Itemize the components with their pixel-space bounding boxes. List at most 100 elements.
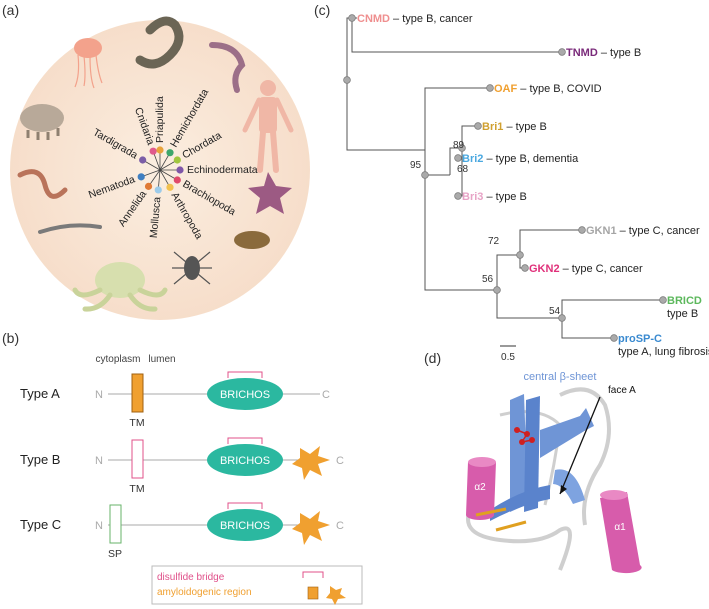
leaf-label: Bri2 – type B, dementia: [462, 153, 579, 165]
beta-strand: [553, 469, 585, 504]
jellyfish-illustration: [74, 38, 103, 89]
panel-label-a: (a): [2, 2, 20, 18]
tree-node: [486, 84, 494, 92]
branch-lower: [424, 150, 497, 291]
branch-prospc: [561, 318, 614, 339]
priapulid-worm-illustration: [209, 42, 246, 93]
phylum-spoke: [153, 152, 161, 171]
legend-amyloid-box-symbol: [307, 586, 319, 600]
phylum-label: Echinodermata: [187, 164, 258, 176]
leaf-description: type B: [667, 308, 698, 320]
phylum-spoke: [159, 169, 170, 186]
phylum-dot: [139, 156, 147, 164]
phylum-spoke: [142, 169, 161, 177]
helix-alpha1-label: α1: [614, 522, 626, 533]
leaf-label: Bri1 – type B: [482, 121, 547, 133]
segment-label: TM: [129, 483, 144, 495]
human-illustration: [242, 80, 294, 173]
tree-node: [421, 171, 429, 179]
face-a-arrow: [559, 396, 601, 495]
tree-node: [493, 286, 501, 294]
nematode-illustration: [38, 223, 102, 234]
panel-d: central β-sheet face A α2 α1: [466, 371, 642, 574]
phylum-dot: [154, 186, 162, 194]
helix-alpha2: [466, 457, 496, 520]
brachiopod-illustration: [234, 231, 270, 249]
brichos-label: BRICHOS: [220, 455, 270, 467]
tardigrade-illustration: [20, 104, 64, 140]
phylum-spoke: [144, 160, 161, 171]
tree-node: [474, 122, 482, 130]
brichos-label: BRICHOS: [220, 389, 270, 401]
phylum-spoke: [149, 169, 161, 185]
phylum-dot: [166, 149, 174, 157]
row-type-label: Type B: [20, 452, 60, 467]
phylum-dot: [176, 166, 184, 174]
phylum-spoke: [158, 169, 161, 188]
branch-oaf: [424, 87, 490, 150]
segment-box: [109, 504, 122, 544]
phylum-dot: [173, 176, 181, 184]
bootstrap-value: 68: [457, 164, 469, 175]
branch-tnmd: [351, 18, 560, 53]
tree-node: [558, 314, 566, 322]
tree-node: [343, 76, 351, 84]
panel-label-b: (b): [2, 330, 20, 346]
brichos-label: BRICHOS: [220, 520, 270, 532]
leaf-label: CNMD – type B, cancer: [357, 13, 473, 25]
leaf-label: TNMD – type B: [566, 47, 641, 59]
phylum-dot: [144, 182, 153, 190]
tree-node: [458, 144, 466, 152]
phylum-spoke: [159, 160, 176, 171]
leaf-label: GKN1 – type C, cancer: [586, 225, 700, 237]
phylum-spoke: [159, 169, 176, 180]
tree-node: [348, 14, 356, 22]
phylum-dot: [156, 146, 164, 154]
cytoplasm-label: cytoplasm: [95, 354, 140, 365]
tree-nodes: [343, 14, 667, 342]
branch-bri1: [461, 125, 478, 148]
phylum-dot: [173, 156, 181, 164]
beta-strand: [510, 394, 528, 512]
beta-strand: [524, 396, 540, 512]
panel-c: [346, 17, 663, 347]
scale-bar-label: 0.5: [501, 352, 515, 363]
phylum-dot: [137, 173, 145, 181]
leaf-label: proSP-C: [618, 333, 662, 345]
disulfide-bond: [475, 507, 527, 532]
legend-disulfide-symbol: [302, 571, 324, 578]
c-terminus-label: C: [336, 455, 344, 467]
face-a-arrowhead: [560, 485, 567, 494]
spider-illustration: [172, 251, 212, 285]
leaf-label: Bri3 – type B: [462, 191, 527, 203]
acorn-worm-illustration: [135, 16, 184, 69]
tree-node: [516, 251, 524, 259]
lumen-label: lumen: [148, 354, 175, 365]
bootstrap-value: 56: [482, 274, 494, 285]
n-terminus-label: N: [95, 520, 103, 532]
panel-label-d: (d): [424, 350, 442, 366]
leaf-label: GKN2 – type C, cancer: [529, 263, 643, 275]
legend-amyloid-fibril-symbol: [326, 586, 346, 605]
segment-box: [131, 439, 144, 479]
c-terminus-label: C: [322, 389, 330, 401]
leaf-label: BRICD: [667, 295, 702, 307]
phylum-label: Mollusca: [148, 196, 164, 238]
branch-bricd: [561, 299, 663, 318]
c-terminus-label: C: [336, 520, 344, 532]
tree-node: [454, 154, 462, 162]
octopus-illustration: [72, 262, 168, 312]
disulfide-bracket: [227, 437, 263, 444]
disulfide-bracket: [227, 371, 263, 378]
bootstrap-value: 54: [549, 306, 561, 317]
legend-amyloid-label: amyloidogenic region: [157, 587, 252, 598]
beta-strand: [490, 485, 550, 521]
segment-label: TM: [129, 417, 144, 429]
